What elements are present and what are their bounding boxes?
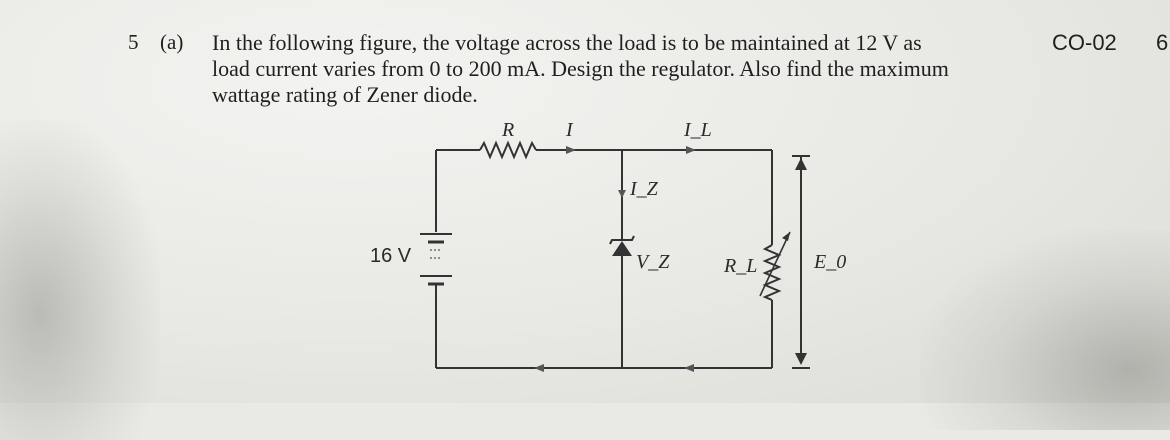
output-measure-line [792,155,810,369]
question-text: In the following figure, the voltage acr… [212,30,1032,108]
variable-arrowhead-icon [782,232,790,241]
question-line: wattage rating of Zener diode. [212,82,478,107]
variable-arrow-icon [759,231,791,297]
current-arrow-iz-icon [618,190,626,198]
zener-current-label: I_Z [629,178,659,200]
hand-shadow-right [920,230,1170,430]
question-line: In the following figure, the voltage acr… [212,30,922,55]
course-outcome: CO-02 [1052,30,1117,55]
zener-regulator-circuit: R I I_L I_Z V_Z R_L E_0 16 V [370,119,846,372]
source-voltage-label: 16 V [370,245,412,267]
question-line: load current varies from 0 to 200 mA. De… [212,56,949,81]
return-arrow-right-icon [684,364,694,372]
resistor-label: R [501,119,514,141]
current-arrow-il-icon [686,146,696,154]
output-arrow-up-icon [795,158,807,170]
load-label: R_L [723,255,757,277]
question-part: (a) [160,30,184,54]
return-arrow-left-icon [534,364,544,372]
resistor-r [479,140,537,160]
output-voltage-label: E_0 [813,251,846,273]
load-resistor-rl [762,244,782,301]
battery-icon [420,233,452,286]
question-number: 5 [128,30,139,54]
zener-diode-icon [609,235,635,256]
current-label: I [565,119,574,141]
output-arrow-down-icon [795,353,807,365]
load-current-label: I_L [683,119,712,141]
hand-shadow-left [0,120,160,440]
zener-voltage-label: V_Z [636,251,670,273]
current-arrow-i-icon [566,146,576,154]
marks: 6 [1156,30,1169,55]
